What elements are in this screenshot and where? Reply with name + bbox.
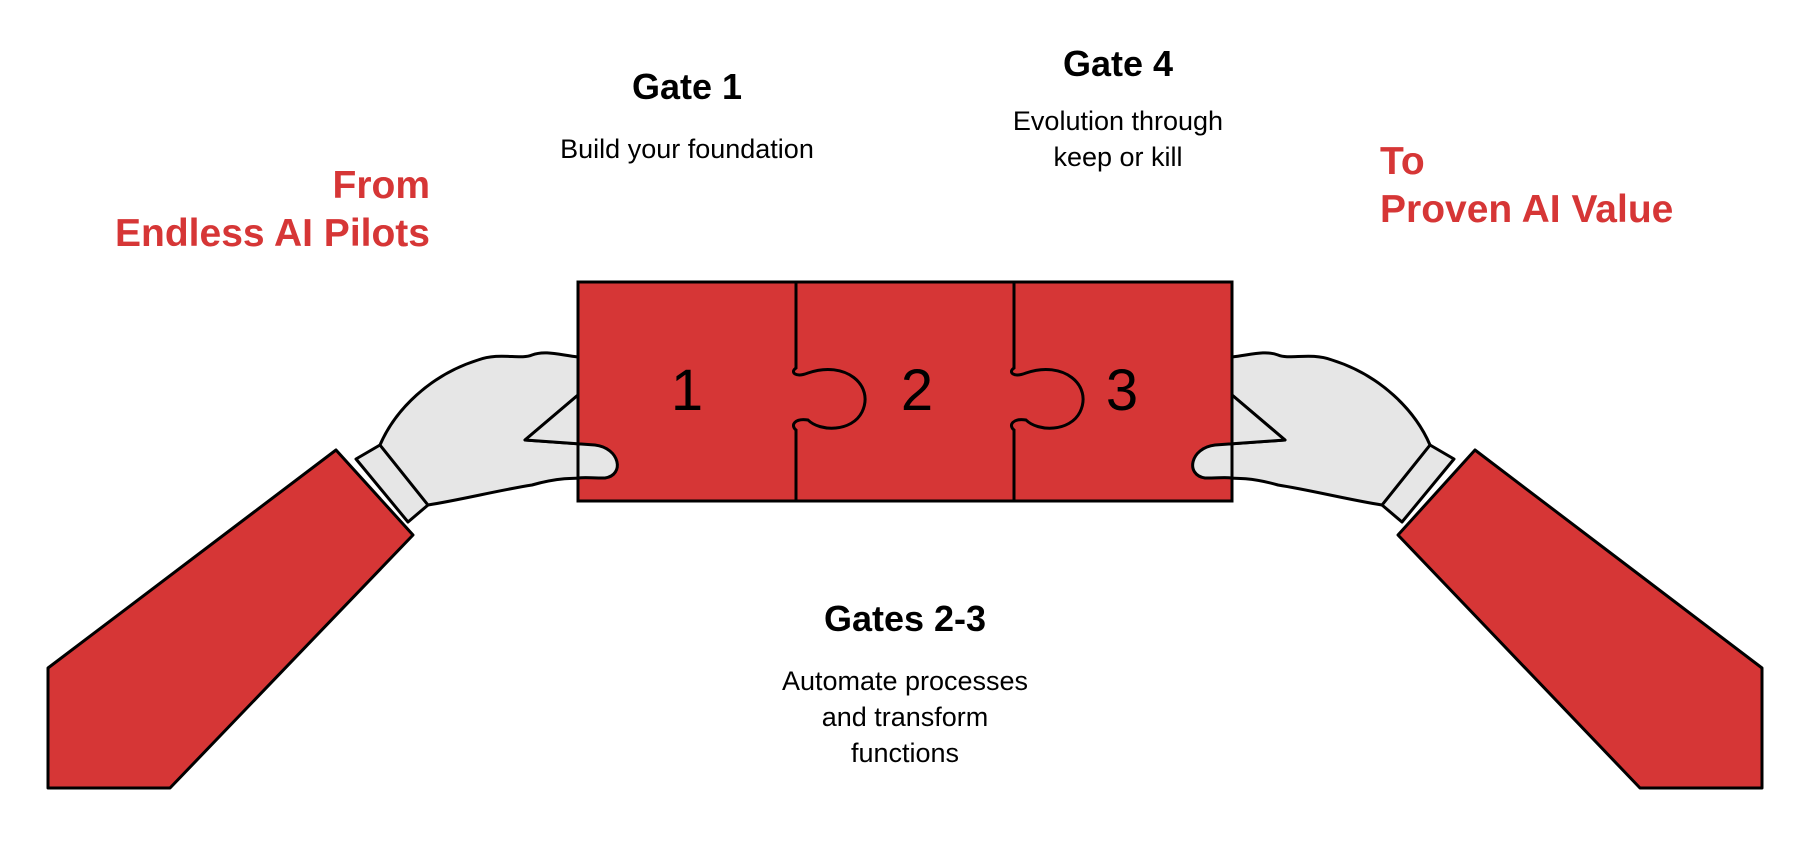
- from-line: Endless AI Pilots: [115, 212, 430, 255]
- to-line: To: [1380, 140, 1425, 183]
- left-sleeve: [46, 448, 415, 790]
- gates-2-3-description-line: Automate processes: [781, 666, 1029, 696]
- gates-2-3-description: Automate processes and transform functio…: [705, 663, 1105, 771]
- gate-4-description-line: Evolution through: [1012, 106, 1224, 136]
- puzzle-background: [578, 282, 1232, 501]
- gate-1-block: Gate 1 Build your foundation: [487, 66, 887, 167]
- puzzle-outline: [576, 280, 1234, 503]
- puzzle: 1 2 3: [523, 280, 1287, 503]
- piece-joint-1-2: [792, 282, 867, 501]
- from-line: From: [332, 164, 431, 207]
- gates-2-3-title: Gates 2-3: [823, 598, 987, 639]
- piece-number-1: 1: [671, 358, 703, 423]
- gate-4-description-line: keep or kill: [1053, 142, 1183, 172]
- to-line: Proven AI Value: [1380, 188, 1674, 231]
- right-sleeve: [1396, 448, 1764, 790]
- gates-2-3-block: Gates 2-3 Automate processes and transfo…: [705, 598, 1105, 771]
- to-label: To Proven AI Value: [1380, 138, 1673, 234]
- gate-1-title: Gate 1: [631, 66, 743, 107]
- piece-number-3: 3: [1106, 358, 1138, 423]
- piece-joint-2-3: [1010, 282, 1085, 501]
- gate-1-description: Build your foundation: [560, 134, 814, 164]
- from-label: From Endless AI Pilots: [115, 162, 430, 258]
- gate-4-title: Gate 4: [1062, 43, 1174, 84]
- left-thumb: [523, 393, 619, 480]
- gates-2-3-description-line: and transform: [821, 702, 989, 732]
- right-thumb: [1191, 393, 1287, 480]
- piece-number-2: 2: [901, 358, 933, 423]
- gate-4-description: Evolution through keep or kill: [918, 103, 1318, 175]
- gate-4-block: Gate 4 Evolution through keep or kill: [918, 43, 1318, 175]
- gates-2-3-description-line: functions: [850, 738, 960, 768]
